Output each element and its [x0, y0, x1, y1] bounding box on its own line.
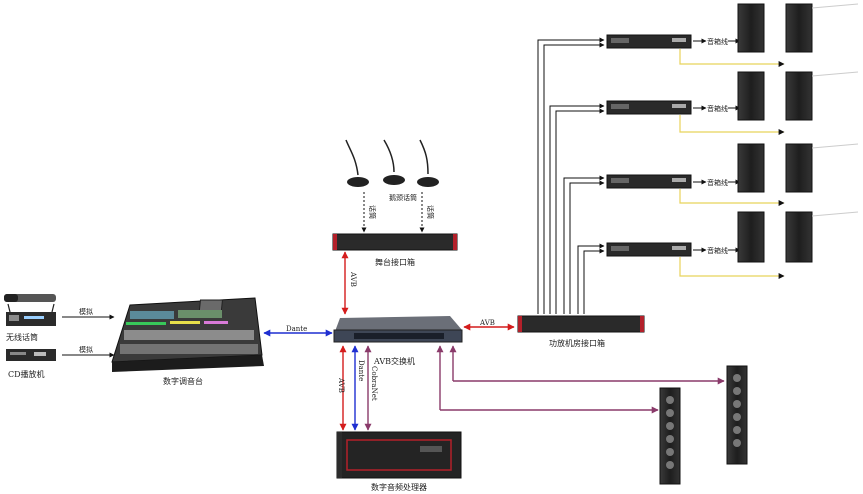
- amp-feed-lines: [537, 37, 605, 314]
- avb-amp-label: AVB: [479, 319, 495, 327]
- stage-box-label: 舞台接口箱: [375, 257, 415, 267]
- amp-room-box-device: [517, 315, 645, 333]
- wireless-mic-device: [4, 294, 56, 326]
- mic-link-label-1: 话筒: [368, 205, 377, 219]
- stage-box-device: [332, 233, 458, 251]
- switch-label: AVB交换机: [373, 356, 415, 366]
- amp-row-1: [606, 3, 859, 67]
- purple-speaker-lines: [436, 345, 725, 414]
- speaker-line-label-1: 音箱线: [707, 37, 728, 46]
- avb-stage-label: AVB: [349, 271, 357, 287]
- speaker-line-label-2: 音箱线: [707, 104, 728, 113]
- avb-switch-device: [333, 316, 463, 343]
- wireless-mic-label: 无线话筒: [6, 332, 38, 342]
- dante-proc-label: Dante: [357, 360, 365, 381]
- mixer-label: 数字调音台: [163, 376, 203, 386]
- avb-proc-label: AVB: [337, 377, 345, 393]
- processor-label: 数字音频处理器: [371, 482, 427, 492]
- cd-player-label: CD播放机: [8, 369, 45, 379]
- analog-label-1: 模拟: [79, 307, 93, 316]
- column-speaker-1: [659, 387, 681, 485]
- audio-processor-device: [336, 431, 462, 479]
- analog-label-2: 模拟: [79, 345, 93, 354]
- amp-row-2: [606, 71, 859, 135]
- mic-link-label-2: 话筒: [426, 205, 435, 219]
- amp-box-label: 功放机房接口箱: [549, 338, 605, 348]
- column-speaker-2: [726, 365, 748, 465]
- gooseneck-mic-label: 鹅颈话筒: [389, 193, 417, 202]
- speaker-line-label-3: 音箱线: [707, 178, 728, 187]
- digital-mixer-device: [111, 297, 264, 372]
- speaker-line-label-4: 音箱线: [707, 246, 728, 255]
- amp-row-4: [606, 211, 859, 279]
- cd-player-device: [6, 349, 56, 361]
- gooseneck-mics: [345, 139, 439, 187]
- amp-row-3: [606, 143, 859, 206]
- dante-link-label: Dante: [286, 325, 307, 333]
- cobranet-proc-label: CobraNet: [370, 366, 378, 401]
